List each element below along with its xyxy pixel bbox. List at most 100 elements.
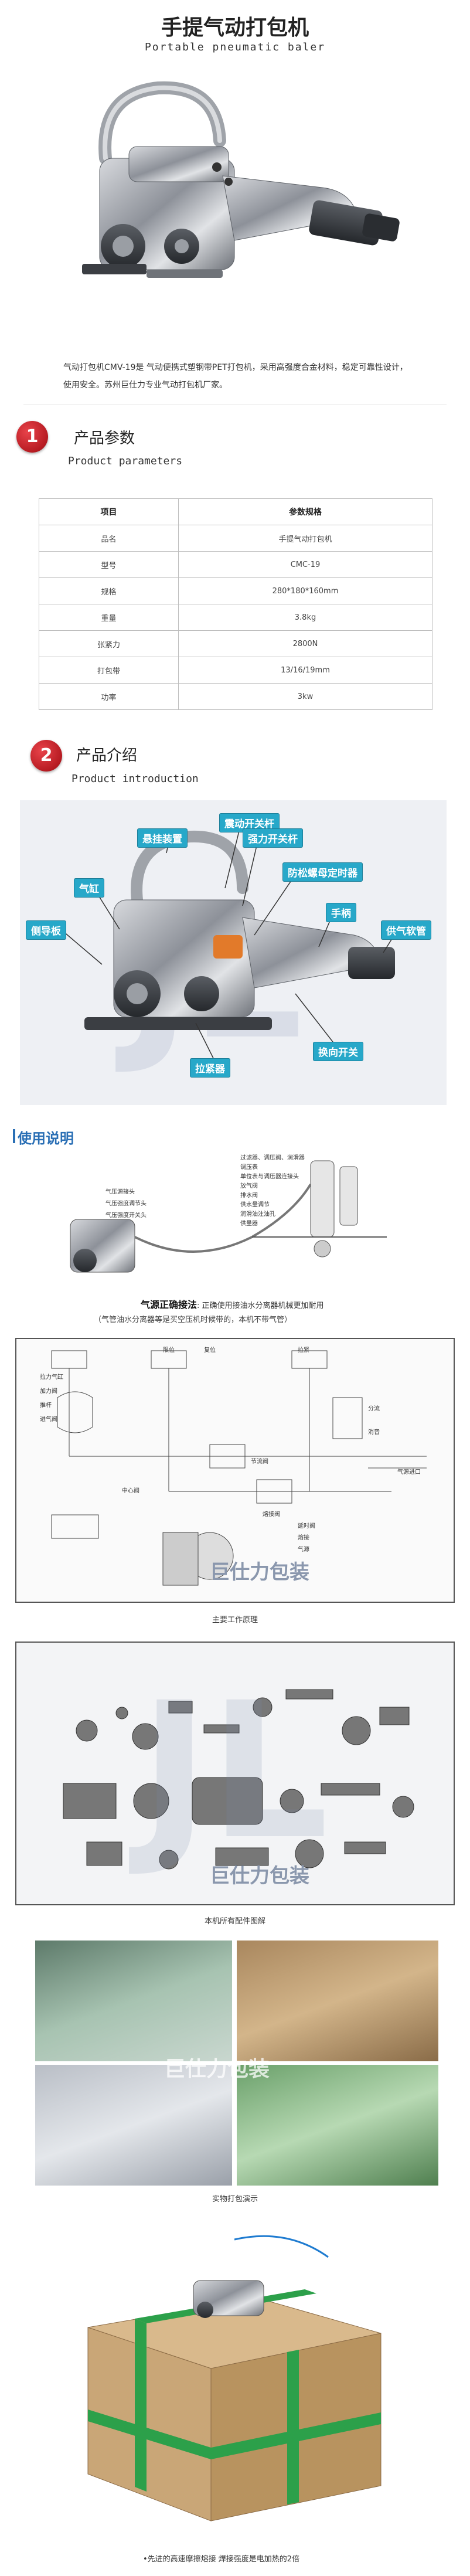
table-cell: 功率 — [39, 683, 179, 710]
photo-cartons — [237, 1941, 438, 2061]
photos-caption: 实物打包演示 — [212, 2195, 258, 2204]
section-2-subtitle: Product introduction — [71, 773, 199, 785]
table-cell: 3.8kg — [178, 604, 432, 631]
diagram-label: 气源进口 — [397, 1469, 421, 1476]
carton-strapping-illustration — [87, 2235, 382, 2521]
feature-text: 先进的高速摩擦熔接 焊接强度是电加热的2倍 — [147, 2555, 300, 2564]
usage-label-left: 气压强度调节头 — [105, 1201, 147, 1207]
table-header-cell: 参数规格 — [178, 498, 432, 525]
table-cell: 13/16/19mm — [178, 657, 432, 684]
diagram-label: 拉紧 — [298, 1347, 309, 1354]
usage-label-right: 调压表 — [240, 1164, 258, 1171]
working-principle-caption: 主要工作原理 — [212, 1616, 258, 1625]
diagram-label: 熔接 — [298, 1535, 309, 1541]
diagram-label: 中心阀 — [122, 1488, 139, 1494]
callout-tension-lever: 强力开关杆 — [243, 828, 303, 848]
table-cell: 打包带 — [39, 657, 179, 684]
intro-paragraph: 气动打包机CMV-19是 气动便携式塑钢带PET打包机，采用高强度合金材料，稳定… — [63, 363, 408, 390]
callout-lock-nut: 防松螺母定时器 — [282, 862, 363, 882]
demo-photos: 巨仕力包装 — [35, 1941, 438, 2186]
pneumatic-circuit-illustration — [51, 1350, 427, 1586]
diagram-label: 消音 — [368, 1429, 380, 1436]
section-1-title: 产品参数 — [74, 430, 135, 447]
section-2-badge: 2 — [30, 740, 62, 772]
diagram-label: 分流 — [368, 1406, 380, 1412]
diagram-label: 进气阀 — [40, 1416, 57, 1423]
callout-tension-wheel: 拉紧器 — [190, 1058, 230, 1078]
air-method-text: : 正确使用接油水分离器机械更加耐用 — [197, 1301, 324, 1310]
diagram-label: 限位 — [163, 1347, 175, 1354]
callout-air-hose: 供气软管 — [381, 920, 431, 940]
usage-label-right: 排水阀 — [240, 1192, 258, 1199]
table-cell: CMC-19 — [178, 551, 432, 578]
table-row: 品名手提气动打包机 — [39, 525, 432, 552]
brand-watermark: 巨仕力包装 — [164, 2057, 270, 2081]
diagram-label: 推杆 — [40, 1402, 52, 1409]
section-2-title: 产品介绍 — [76, 747, 138, 764]
callout-handle: 手柄 — [326, 903, 356, 922]
table-cell: 手提气动打包机 — [178, 525, 432, 552]
hero-product-image — [59, 70, 410, 328]
usage-heading: 使用说明 — [18, 1130, 74, 1147]
callout-reverse-switch: 换向开关 — [313, 1042, 363, 1061]
brand-watermark: 巨仕力包装 — [210, 1864, 309, 1888]
usage-label-right: 供水量调节 — [240, 1202, 270, 1208]
usage-label-right: 润滑油注油孔 — [240, 1211, 275, 1218]
photo-ingots — [35, 2065, 232, 2186]
bullet-icon: • — [143, 2555, 148, 2564]
usage-label-left: 气压强度开关头 — [105, 1212, 147, 1219]
page-subtitle: Portable pneumatic baler — [144, 41, 326, 53]
table-cell: 重量 — [39, 604, 179, 631]
diagram-label: 延时阀 — [298, 1523, 315, 1530]
air-method-line: 气源正确接法: 正确使用接油水分离器机械更加耐用 — [141, 1297, 469, 1311]
usage-heading-bar — [13, 1129, 15, 1143]
diagram-label: 气源 — [298, 1547, 309, 1553]
air-connection-illustration — [70, 1160, 387, 1273]
product-intro-image: JL 震动开关杆 悬挂装置 强力开关杆 防松螺母定时器 气缸 手柄 供气软管 侧… — [20, 800, 447, 1105]
air-connection-diagram: 气压源接头 气压强度调节头 气压强度开关头 过滤器、调压阀、润滑器 调压表 单位… — [59, 1149, 410, 1290]
table-cell: 品名 — [39, 525, 179, 552]
table-cell: 规格 — [39, 577, 179, 604]
table-cell: 3kw — [178, 683, 432, 710]
diagram-label: 熔接阀 — [263, 1511, 280, 1518]
feature-list: •先进的高速摩擦熔接 焊接强度是电加热的2倍 — [143, 2550, 448, 2569]
watermark-logo: JL — [139, 1663, 329, 1881]
brand-watermark: 巨仕力包装 — [210, 1561, 309, 1584]
baler-diagram-illustration — [55, 816, 401, 1059]
parts-diagram-caption: 本机所有配件图解 — [204, 1917, 265, 1926]
diagram-label: 加力阀 — [40, 1388, 57, 1395]
callout-cylinder: 气缸 — [74, 878, 104, 898]
parts-diagram: JL 巨仕力包装 — [15, 1642, 455, 1905]
section-1-subtitle: Product parameters — [68, 455, 183, 467]
page-title: 手提气动打包机 — [161, 16, 309, 40]
diagram-label: 拉力气缸 — [40, 1374, 63, 1381]
usage-label-left: 气压源接头 — [105, 1189, 135, 1195]
final-demo-image — [64, 2216, 404, 2533]
usage-label-right: 过滤器、调压阀、润滑器 — [240, 1155, 305, 1161]
callout-hanger: 悬挂装置 — [137, 828, 188, 848]
section-1-badge: 1 — [16, 421, 48, 453]
photo-rolls — [237, 2065, 438, 2186]
air-method-strong: 气源正确接法 — [141, 1299, 197, 1310]
diagram-label: 节流阀 — [251, 1459, 268, 1465]
photo-worker — [35, 1941, 232, 2061]
diagram-label: 复位 — [204, 1347, 216, 1354]
air-method-note: （气管油水分离器等是买空压机时候带的，本机不带气管） — [94, 1316, 292, 1324]
table-cell: 型号 — [39, 551, 179, 578]
table-cell: 张紧力 — [39, 630, 179, 657]
callout-side-guide: 侧导板 — [26, 920, 66, 940]
usage-label-right: 单位表与调压器连接头 — [240, 1174, 299, 1180]
working-principle-diagram: 拉力气缸 加力阀 推杆 进气阀 限位 复位 拉紧 分流 消音 节流阀 中心阀 熔… — [15, 1338, 455, 1603]
table-cell: 280*180*160mm — [178, 577, 432, 604]
table-cell: 2800N — [178, 630, 432, 657]
table-header-cell: 项目 — [39, 498, 179, 525]
feature-item: •先进的高速摩擦熔接 焊接强度是电加热的2倍 — [143, 2550, 448, 2569]
pneumatic-baler-illustration — [82, 81, 400, 278]
